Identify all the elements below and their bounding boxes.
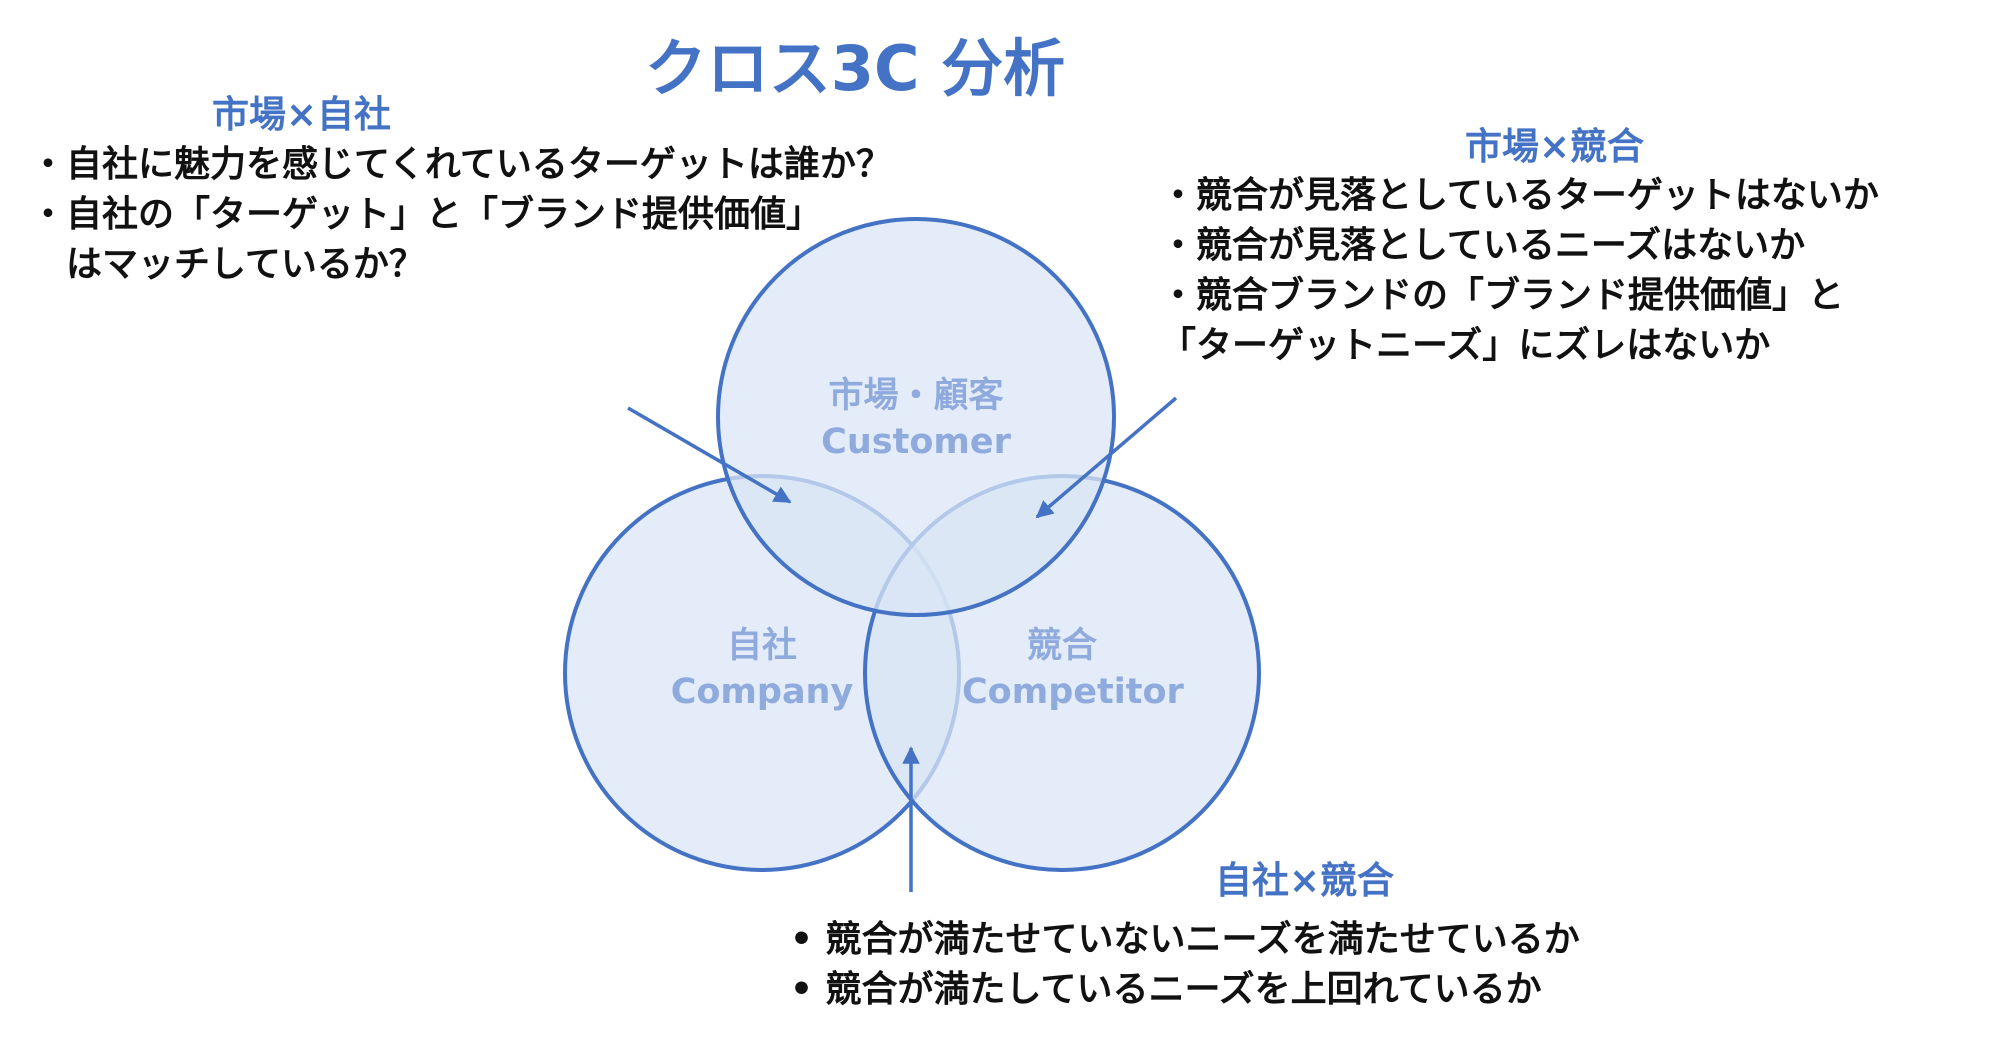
customer-label-en: Customer bbox=[821, 422, 1011, 462]
page-title: クロス3C 分析 bbox=[644, 32, 1066, 105]
market-competitor-line-2: ・競合が見落としているニーズはないか bbox=[1160, 225, 1806, 266]
arrow-market-competitor bbox=[1035, 396, 1178, 519]
customer-label: 市場・顧客 Customer bbox=[816, 373, 1016, 465]
company-competitor-text: • 競合が満たせていないニーズを満たせているか • 競合が満たしているニーズを上… bbox=[790, 915, 1580, 1015]
market-company-line-2: ・自社の「ターゲット」と「ブランド提供価値」 bbox=[30, 194, 823, 235]
company-label: 自社 Company bbox=[662, 623, 862, 715]
customer-circle bbox=[716, 217, 1116, 617]
market-competitor-line-4: 「ターゲットニーズ」にズレはないか bbox=[1160, 325, 1771, 366]
arrow-market-company bbox=[627, 406, 792, 504]
market-company-line-1: ・自社に魅力を感じてくれているターゲットは誰か？ bbox=[30, 144, 892, 185]
market-competitor-line-1: ・競合が見落としているターゲットはないか bbox=[1160, 175, 1879, 216]
customer-label-jp: 市場・顧客 bbox=[828, 376, 1004, 416]
market-competitor-line-3: ・競合ブランドの「ブランド提供価値」と bbox=[1160, 275, 1845, 316]
company-competitor-line-2: • 競合が満たしているニーズを上回れているか bbox=[790, 969, 1542, 1010]
company-competitor-line-1: • 競合が満たせていないニーズを満たせているか bbox=[790, 919, 1580, 960]
company-competitor-heading: 自社×競合 bbox=[1215, 859, 1395, 902]
competitor-label-en: Competitor bbox=[962, 672, 1184, 712]
market-company-line-3: はマッチしているか？ bbox=[66, 244, 425, 285]
market-competitor-heading: 市場×競合 bbox=[1465, 125, 1645, 168]
competitor-label-jp: 競合 bbox=[1026, 626, 1097, 666]
company-label-en: Company bbox=[670, 672, 854, 712]
market-competitor-text: ・競合が見落としているターゲットはないか ・競合が見落としているニーズはないか … bbox=[1160, 171, 1879, 371]
competitor-label: 競合 Competitor bbox=[962, 623, 1184, 715]
market-company-text: ・自社に魅力を感じてくれているターゲットは誰か？ ・自社の「ターゲット」と「ブラ… bbox=[30, 140, 892, 290]
market-company-heading: 市場×自社 bbox=[212, 93, 392, 136]
company-label-jp: 自社 bbox=[726, 626, 797, 666]
